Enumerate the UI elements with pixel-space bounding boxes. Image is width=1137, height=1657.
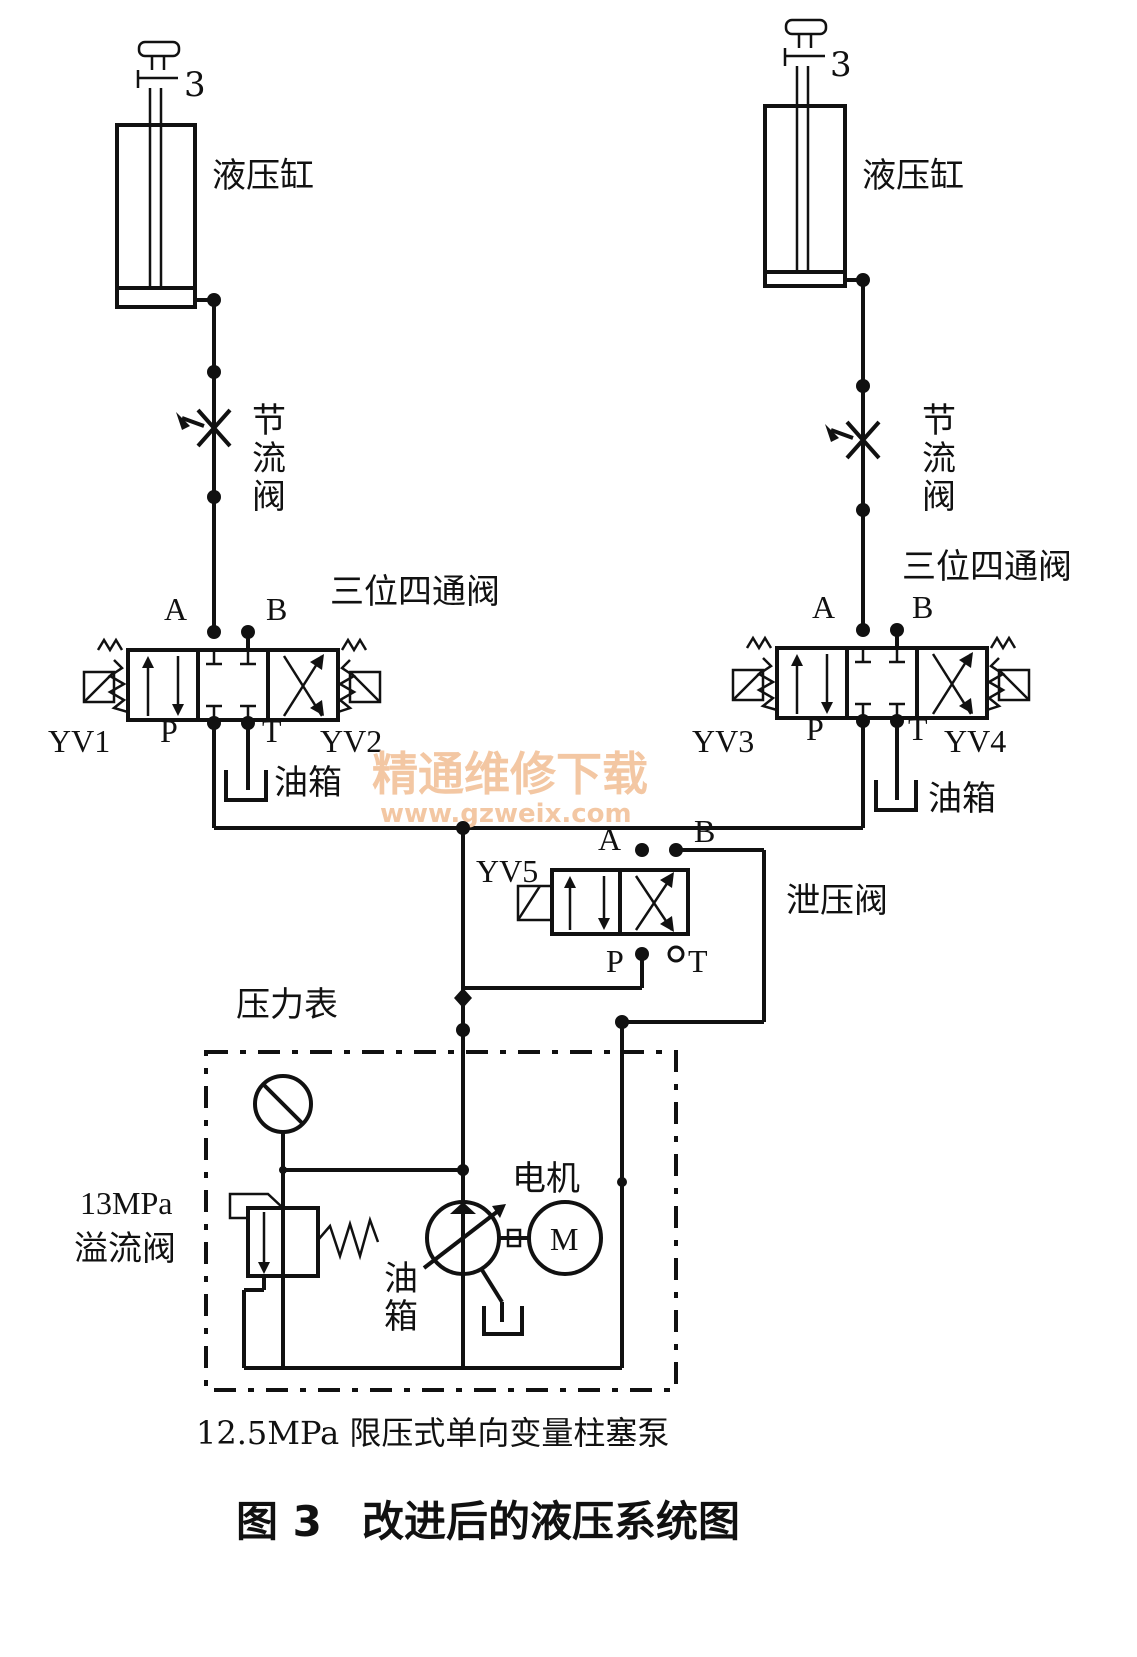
watermark-text: 精通维修下载 xyxy=(372,747,648,801)
right-directional-valve-label: 三位四通阀 xyxy=(902,547,1072,587)
right-throttle-label-3: 阀 xyxy=(922,477,956,517)
right-cylinder-part-no: 3 xyxy=(830,45,852,85)
left-valve-tank-symbol xyxy=(224,770,268,802)
watermark-url: www.gzweix.com xyxy=(380,799,632,829)
left-valve-port-p: P xyxy=(160,713,178,749)
variable-displacement-pump xyxy=(422,1200,528,1276)
left-directional-valve xyxy=(82,637,382,722)
figure-title: 改进后的液压系统图 xyxy=(362,1497,740,1546)
right-valve-port-t: T xyxy=(908,711,928,747)
left-valve-port-a: A xyxy=(164,591,187,627)
left-cylinder-part-no: 3 xyxy=(184,65,206,105)
left-throttle-label-2: 流 xyxy=(252,439,286,479)
motor-symbol: M xyxy=(550,1221,578,1257)
right-directional-valve xyxy=(731,635,1031,720)
unload-valve xyxy=(516,868,690,936)
unload-valve-solenoid-yv5: YV5 xyxy=(476,853,538,889)
right-valve-tank-symbol xyxy=(874,780,918,812)
overflow-valve-label: 溢流阀 xyxy=(74,1229,176,1269)
pump-tank-symbol xyxy=(482,1306,524,1336)
right-valve-port-a: A xyxy=(812,589,835,625)
right-solenoid-yv4: YV4 xyxy=(944,723,1006,759)
unload-valve-port-t: T xyxy=(688,943,708,979)
pressure-gauge-label: 压力表 xyxy=(236,985,338,1025)
left-solenoid-yv2: YV2 xyxy=(320,723,382,759)
pressure-gauge xyxy=(253,1074,313,1134)
pump-tank-label-2: 箱 xyxy=(384,1297,418,1337)
left-solenoid-yv1: YV1 xyxy=(48,723,110,759)
pump-tank-label-1: 油 xyxy=(384,1259,418,1299)
left-valve-port-b: B xyxy=(266,591,287,627)
right-hydraulic-cylinder xyxy=(763,18,870,288)
left-valve-tank-label: 油箱 xyxy=(274,763,342,803)
unload-valve-port-a: A xyxy=(598,821,621,857)
left-directional-valve-label: 三位四通阀 xyxy=(330,572,500,612)
left-cylinder-label: 液压缸 xyxy=(212,156,314,196)
left-throttle-label-1: 节 xyxy=(252,401,286,441)
right-throttle-label-1: 节 xyxy=(922,401,956,441)
right-cylinder-label: 液压缸 xyxy=(862,156,964,196)
right-solenoid-yv3: YV3 xyxy=(692,723,754,759)
unload-valve-port-b: B xyxy=(694,813,715,849)
unload-valve-label: 泄压阀 xyxy=(786,881,888,921)
left-valve-port-t: T xyxy=(262,713,282,749)
pump-unit-label: 12.5MPa 限压式单向变量柱塞泵 xyxy=(196,1414,669,1452)
motor-label: 电机 xyxy=(512,1159,580,1199)
right-valve-port-p: P xyxy=(806,711,824,747)
unload-valve-port-p: P xyxy=(606,943,624,979)
left-throttle-label-3: 阀 xyxy=(252,477,286,517)
right-valve-port-b: B xyxy=(912,589,933,625)
overflow-valve xyxy=(228,1192,380,1278)
figure-number: 图 3 xyxy=(236,1497,322,1546)
right-valve-tank-label: 油箱 xyxy=(928,779,996,819)
left-throttle-valve xyxy=(176,408,232,448)
right-throttle-valve xyxy=(825,420,881,460)
pump-unit-boundary xyxy=(204,1050,678,1392)
overflow-valve-pressure: 13MPa xyxy=(80,1185,172,1221)
right-throttle-label-2: 流 xyxy=(922,439,956,479)
electric-motor xyxy=(527,1200,603,1276)
